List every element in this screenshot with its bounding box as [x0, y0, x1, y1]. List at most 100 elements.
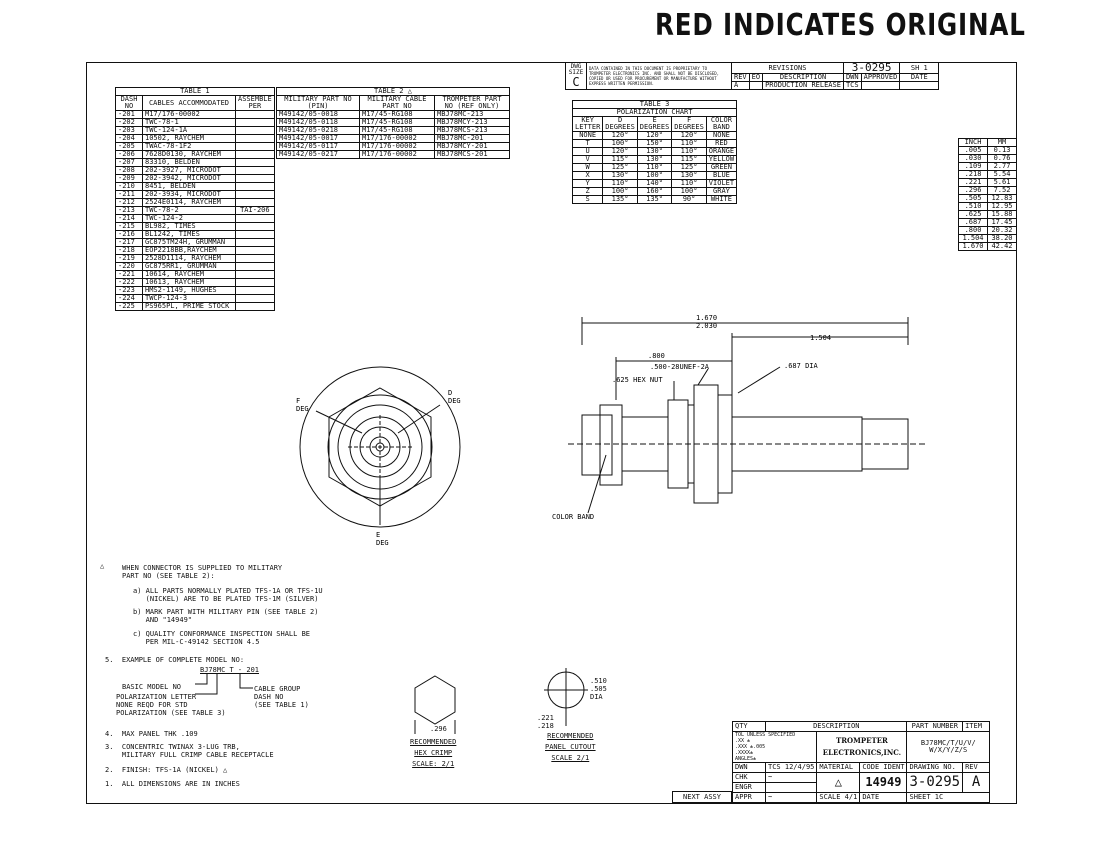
- conversion-cell: 42.42: [987, 242, 1017, 251]
- lead-thread: [697, 368, 709, 386]
- tb-date: DATE: [859, 792, 908, 803]
- revision-cell: PRODUCTION RELEASE: [762, 81, 844, 90]
- table-3-header: KEY LETTER: [571, 116, 604, 132]
- note-1: 1. ALL DIMENSIONS ARE IN INCHES: [105, 780, 240, 788]
- table-1-assemble: [235, 118, 275, 127]
- basic-model: BASIC MODEL NO: [122, 683, 182, 691]
- table-1-assemble: [235, 182, 275, 191]
- table-1-assemble: [235, 214, 275, 223]
- table-1-assemble: [235, 238, 275, 247]
- lead-f: [315, 410, 363, 434]
- warning-triangle-icon: △: [816, 772, 861, 793]
- lead-d: [397, 404, 441, 434]
- cutout-dia: .510 .505 DIA: [590, 677, 607, 701]
- tb-tolerance: TOL UNLESS SPECIFIED .XX ± .XXX ±.005 .X…: [731, 731, 818, 763]
- table-2-header: MILITARY CABLE PART NO: [359, 95, 435, 111]
- tb-rev-value: A: [962, 772, 991, 793]
- table-2: TABLE 2 △ MILITARY PART NO (PIN) MILITAR…: [276, 87, 510, 159]
- table-1-assemble: [235, 166, 275, 175]
- tb-engr-value: [764, 782, 818, 793]
- table-3-header: E DEGREES: [636, 116, 673, 132]
- revision-cell: [860, 81, 901, 90]
- tb-qty: QTY: [732, 721, 766, 732]
- table-1-assemble: [235, 262, 275, 271]
- hex-crimp-label: RECOMMENDED HEX CRIMP SCALE: 2/1: [410, 738, 457, 768]
- tb-company: TROMPETER ELECTRONICS,INC.: [816, 731, 908, 763]
- table-2-cell: M17/176-00002: [359, 150, 435, 159]
- lead-color-band: [587, 454, 607, 514]
- tb-part-number: PART NUMBER: [906, 721, 964, 732]
- tb-sheet: SHEET 1C: [906, 792, 991, 803]
- header-dwg-no: 3-0295: [842, 62, 901, 74]
- table-1-assemble: [235, 174, 275, 183]
- table-3-cell: WHITE: [705, 195, 738, 204]
- hex-crimp-detail: [414, 675, 456, 734]
- table-2-cell: M49142/05-0217: [276, 150, 360, 159]
- tb-rev: REV: [962, 762, 991, 773]
- note-6b: b) MARK PART WITH MILITARY PIN (SEE TABL…: [133, 608, 319, 624]
- drawing-frame: [86, 62, 1017, 804]
- tb-chk: CHK: [732, 772, 766, 783]
- bayonet-section: [599, 404, 623, 486]
- header-block: DWG SIZE C DATA CONTAINED IN THIS DOCUME…: [565, 62, 940, 90]
- tb-scale: SCALE 4/1: [816, 792, 861, 803]
- table-3-cell: 135°: [636, 195, 673, 204]
- revisions-title: REVISIONS: [731, 62, 844, 74]
- table-1-assemble: [235, 270, 275, 279]
- table-3-header: D DEGREES: [602, 116, 638, 132]
- tb-description: DESCRIPTION: [764, 721, 908, 732]
- warning-triangle-icon: △: [407, 87, 412, 95]
- table-3-header: COLOR BAND: [705, 116, 738, 132]
- table-1-assemble: [235, 246, 275, 255]
- table-3-header: F DEGREES: [671, 116, 707, 132]
- model-leaders: [195, 674, 253, 695]
- revision-cell: TCS: [842, 81, 862, 90]
- tb-item: ITEM: [962, 721, 991, 732]
- tb-dwn: DWN: [732, 762, 766, 773]
- hex-crimp-dim: .296: [430, 725, 447, 733]
- tb-code-value: 14949: [859, 772, 908, 793]
- revision-cell: [899, 81, 940, 90]
- dim-800: .800: [648, 352, 665, 360]
- table-1-assemble: [235, 158, 275, 167]
- table-1-assemble: [235, 110, 275, 119]
- dwg-size-label: DWG SIZE: [568, 63, 584, 76]
- table-3-cell: 90°: [671, 195, 707, 204]
- tb-drawing-no: DRAWING NO.: [906, 762, 964, 773]
- note-6: WHEN CONNECTOR IS SUPPLIED TO MILITARY P…: [122, 564, 283, 580]
- model-example: BJ78MC T - 201: [200, 666, 260, 674]
- table-1-dash: -225: [115, 302, 143, 311]
- table-1-header: DASH NO: [115, 95, 143, 111]
- color-band-callout: COLOR BAND: [552, 513, 594, 521]
- table-1-assemble: [235, 230, 275, 239]
- tb-model: BJ78MC/T/U/V/ W/X/Y/Z/S: [906, 731, 991, 763]
- hex-nut-callout: .625 HEX NUT: [612, 376, 663, 384]
- cutout-flat: .221 .218: [537, 714, 554, 730]
- warning-triangle-icon: △: [223, 766, 228, 774]
- table-1-assemble: [235, 278, 275, 287]
- table-1-assemble: [235, 134, 275, 143]
- table-1-cable: PS965PL, PRIME STOCK: [142, 302, 236, 311]
- dim-1504: 1.504: [810, 334, 831, 342]
- tb-appr-signature: ~: [764, 792, 818, 803]
- thread-callout: .500-28UNEF-2A: [650, 363, 710, 371]
- flange-circle: [299, 366, 461, 528]
- table-1-assemble: TAI-206: [235, 206, 275, 215]
- tb-dwn-value: TCS 12/4/95: [764, 762, 818, 773]
- panel-cutout-label: RECOMMENDED PANEL CUTOUT SCALE 2/1: [545, 732, 596, 762]
